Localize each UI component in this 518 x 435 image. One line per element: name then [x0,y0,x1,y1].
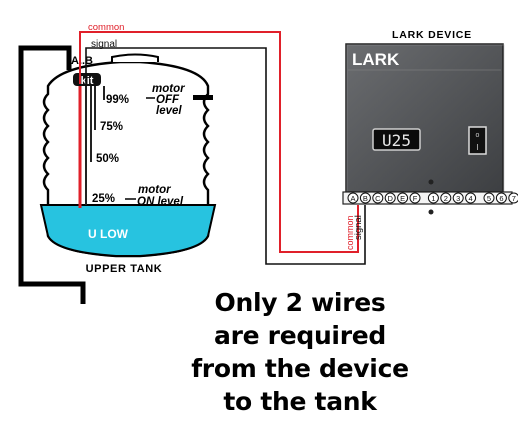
screw-icon [428,179,434,185]
terminal-label: 2 [444,194,448,203]
signal-label-top: signal [91,39,117,50]
tank-lid [111,53,159,62]
probe-label: A..B [71,55,93,67]
motor-off-word-1: motor [152,83,185,95]
motor-on-word-1: motor [138,184,171,196]
terminal-5 [483,192,495,204]
screw-icon [428,209,434,215]
level-75: 75% [100,121,123,133]
terminal-label: B [363,194,368,203]
terminal-b [359,192,371,204]
terminal-label: 5 [487,194,491,203]
terminal-label: F [413,194,418,203]
device-display [372,128,421,151]
display-value: U25 [382,131,411,150]
switch-off-mark: I [476,143,478,152]
terminal-label: 1 [431,194,435,203]
terminal-3 [452,192,464,204]
terminal-label: 7 [512,194,516,203]
tank-water [39,204,217,257]
motor-off-marker [193,95,213,100]
terminal-4 [465,192,477,204]
level-50: 50% [96,153,119,165]
terminal-label: D [387,194,393,203]
common-label-side: common [345,215,355,250]
terminal-a [347,192,359,204]
common-label-top: common [88,22,124,33]
terminal-7 [508,192,518,204]
terminal-label: 6 [499,194,503,203]
headline-line-2: are required [214,321,386,350]
terminal-label: 4 [469,194,473,203]
terminal-c [372,192,384,204]
motor-on-word-2: ON level [137,196,184,208]
tank-name: UPPER TANK [86,263,163,275]
terminal-label: C [375,194,381,203]
signal-label-side: signal [353,215,364,240]
terminal-d [384,192,396,204]
motor-off-word-3: level [156,105,182,117]
switch-on-mark: o [476,132,480,139]
terminal-1 [427,192,439,204]
motor-off-word-2: OFF [156,94,180,106]
water-label: U LOW [88,227,129,241]
terminal-f [409,192,421,204]
kit-label: kit [81,75,94,87]
headline-line-3: from the device [191,354,409,383]
level-25: 25% [92,193,115,205]
terminal-label: E [400,194,405,203]
overflow-pipe [18,45,86,304]
terminal-e [397,192,409,204]
terminal-label: 3 [456,194,460,203]
device-title: LARK DEVICE [392,29,472,41]
power-switch[interactable] [468,126,487,155]
signal-wire [85,47,366,265]
common-wire [79,31,359,253]
level-99: 99% [106,94,129,106]
device-logo: LARK [352,50,400,69]
headline-line-4: to the tank [223,387,377,416]
terminal-6 [495,192,507,204]
headline: Only 2 wires are required from the devic… [160,286,440,418]
upper-tank: kit 99% 75% 50% 25% motor OFF level moto… [39,53,217,258]
headline-line-1: Only 2 wires [214,288,386,317]
terminal-label: A [350,194,355,203]
terminal-2 [440,192,452,204]
